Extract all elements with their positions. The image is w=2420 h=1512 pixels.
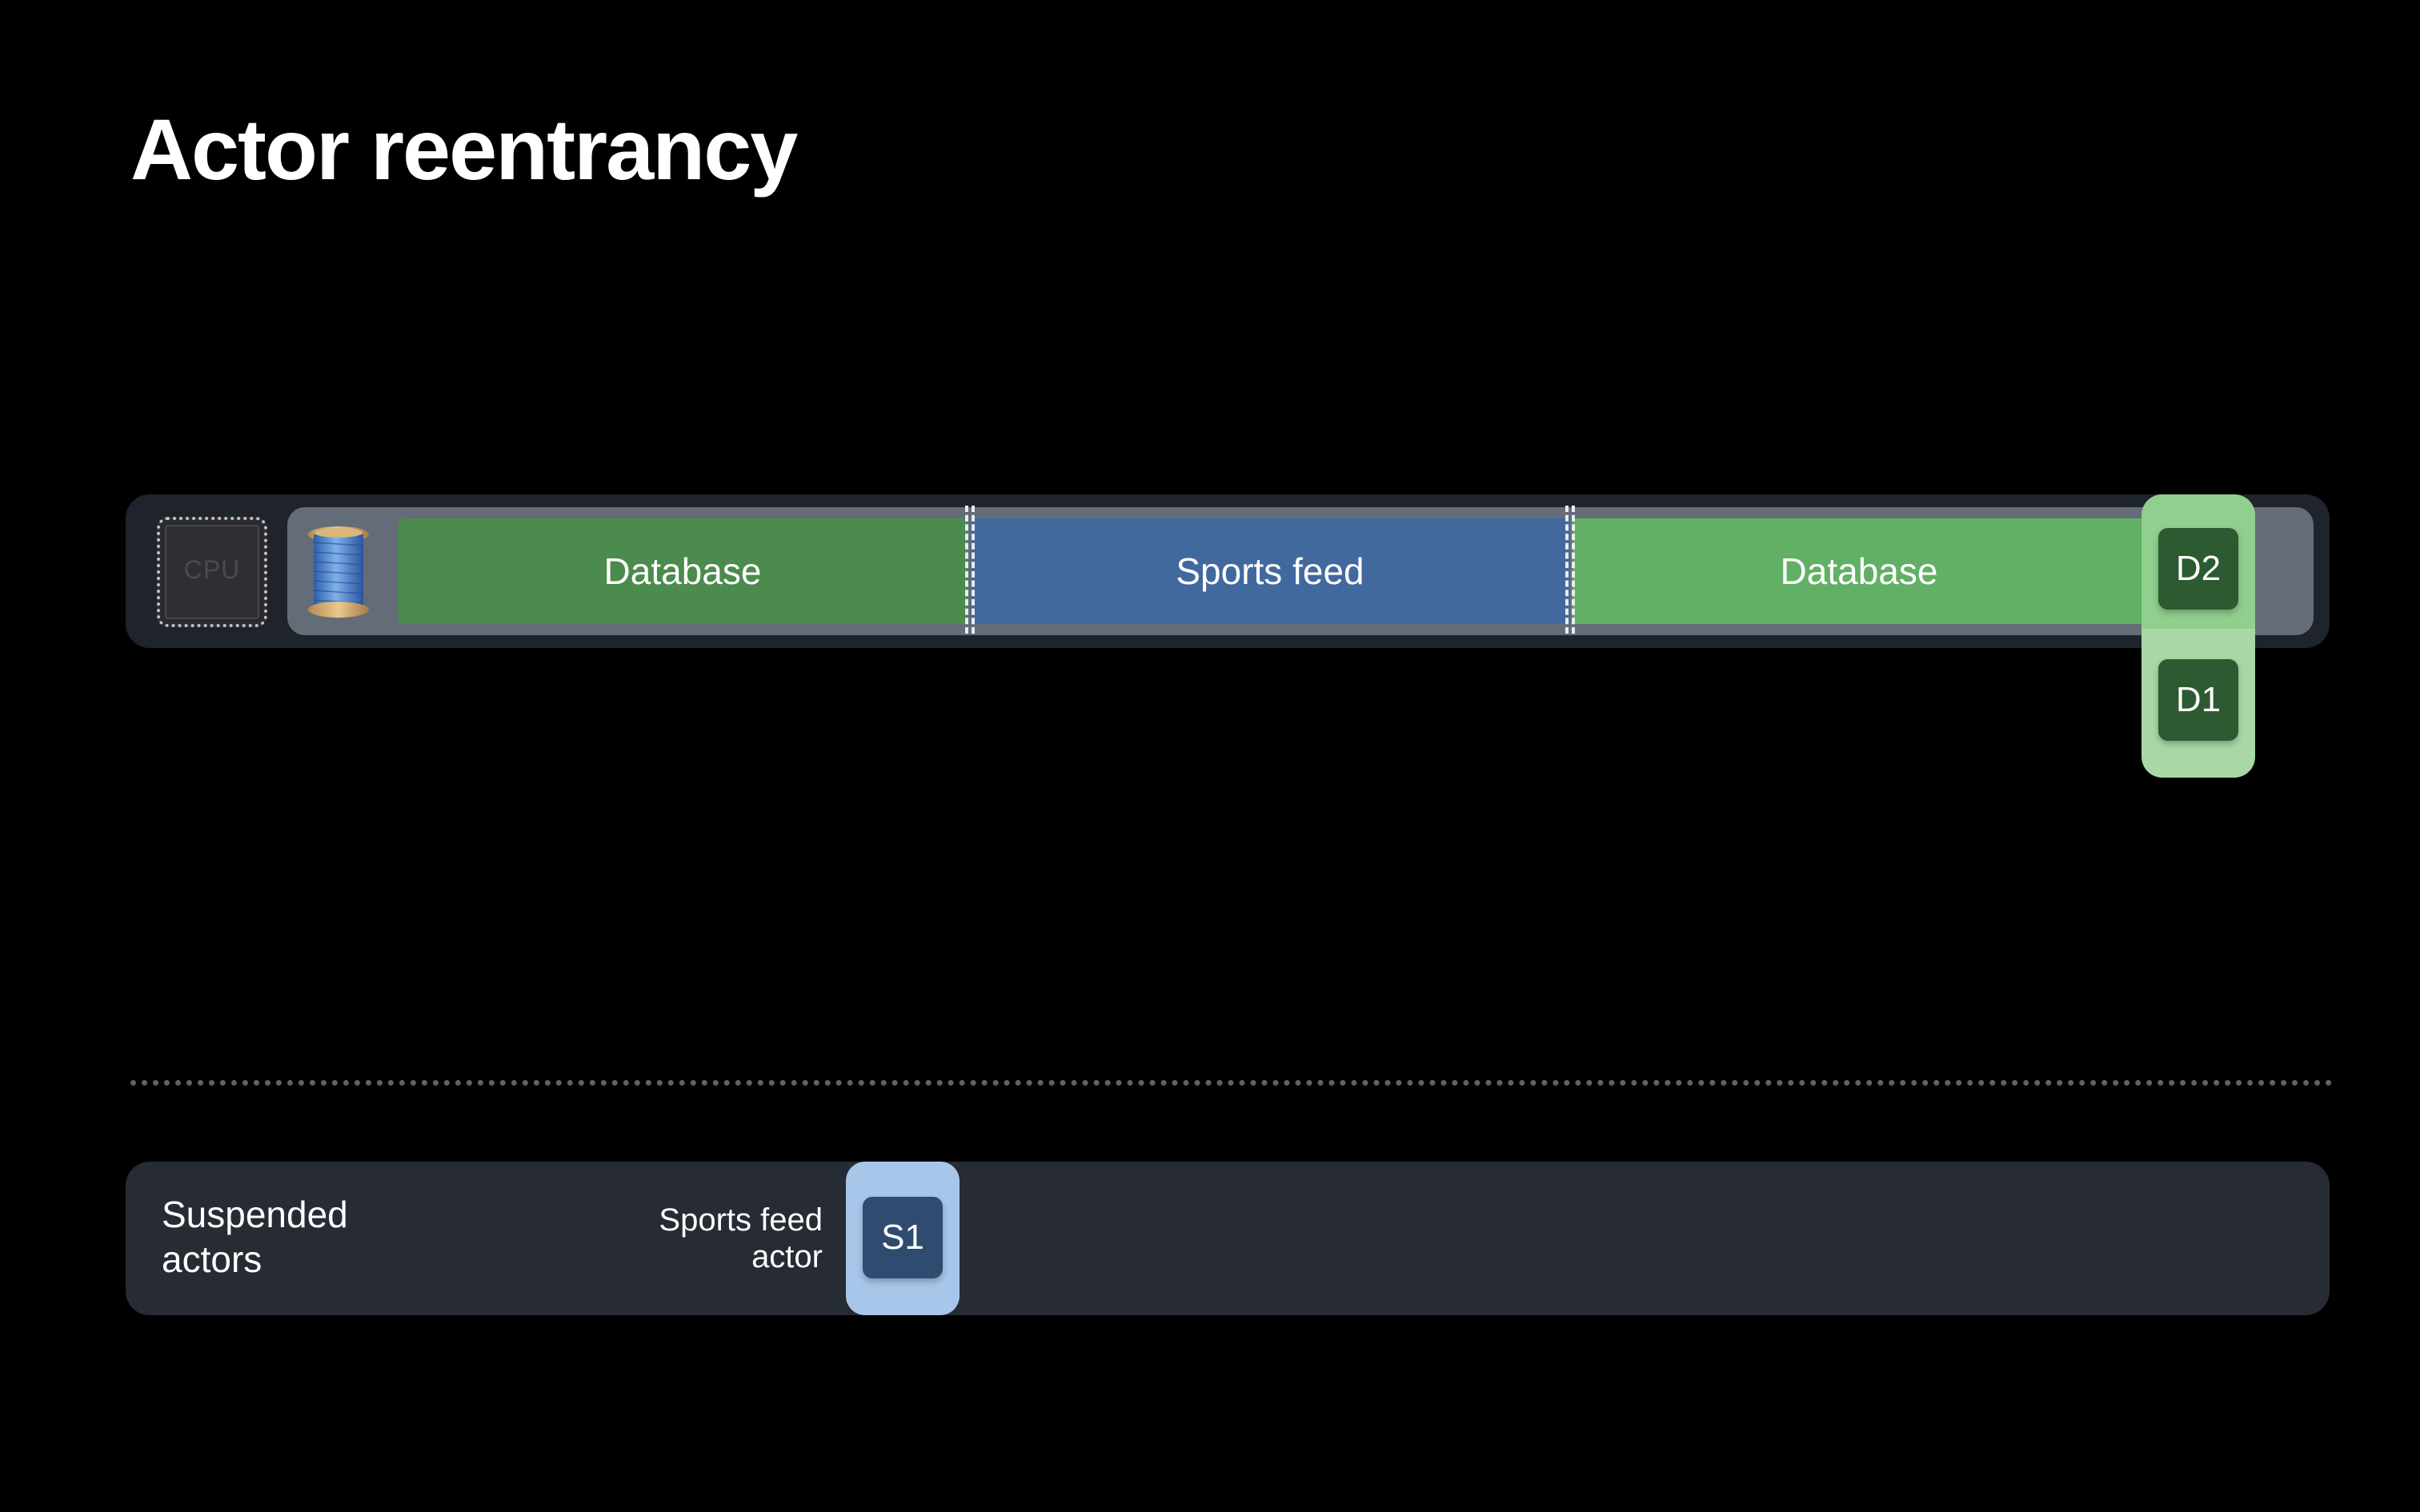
timeline-block-sports-feed: Sports feed <box>971 518 1569 624</box>
task-s1: S1 <box>863 1197 943 1278</box>
suspended-actors-track <box>126 1162 2330 1315</box>
cpu-chip-label: CPU <box>183 555 241 584</box>
task-d2: D2 <box>2158 528 2238 610</box>
section-divider <box>130 1080 2333 1086</box>
task-d1: D1 <box>2158 659 2238 741</box>
timeline-block-database-1: Database <box>398 518 968 624</box>
timeline-block-database-2: Database <box>1573 518 2146 624</box>
suspension-point-divider <box>965 506 975 634</box>
sports-feed-actor-label: Sports feed actor <box>659 1202 823 1274</box>
cpu-chip-icon: CPU <box>157 517 267 627</box>
suspension-point-divider <box>1565 506 1575 634</box>
suspended-actors-label: Suspended actors <box>162 1194 348 1280</box>
thread-spool-icon <box>308 526 369 618</box>
slide-title: Actor reentrancy <box>130 101 798 198</box>
